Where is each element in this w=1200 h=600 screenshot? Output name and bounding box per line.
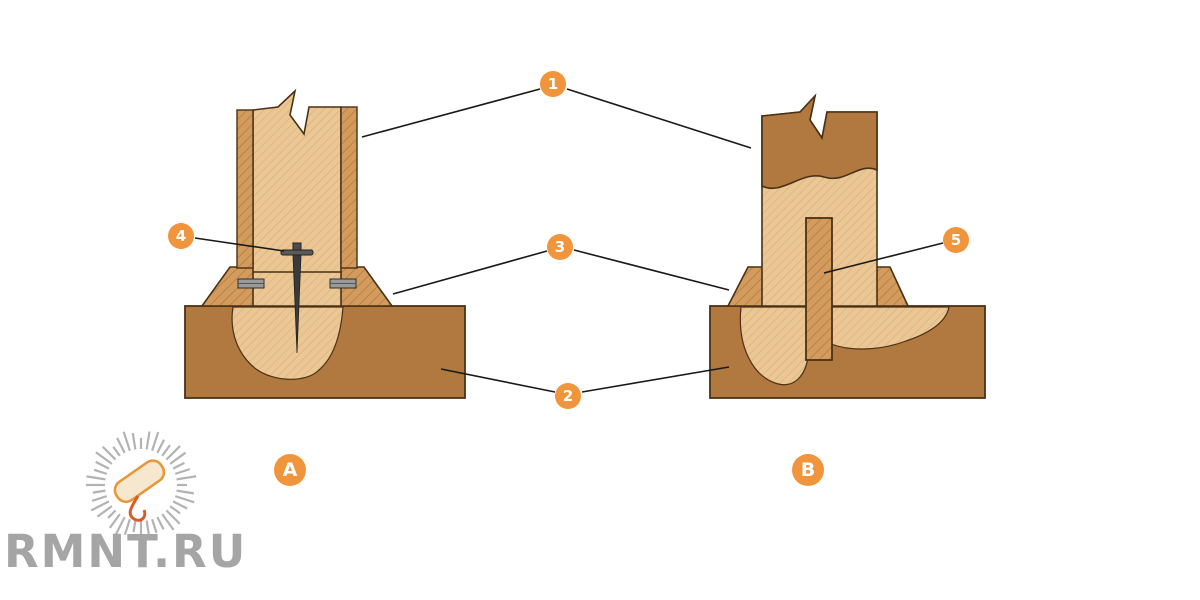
callout-marker-3: 3: [547, 234, 573, 260]
logo-block: RMNT.RU: [4, 431, 247, 578]
leader-3-left: [392, 250, 548, 295]
leader-2-right: [581, 366, 730, 393]
callout-marker-5: 5: [943, 227, 969, 253]
callout-marker-1: 1: [540, 71, 566, 97]
leader-4: [194, 237, 285, 252]
side-board-left-a: [236, 109, 254, 269]
assembly-b: [709, 93, 986, 399]
paint-roller-icon: [113, 459, 166, 504]
leader-3-right: [573, 249, 730, 291]
embed-pocket-a: [231, 306, 344, 380]
leader-lines: [194, 88, 944, 393]
logo-wordmark: RMNT.RU: [4, 525, 247, 578]
panel-label-a: A: [274, 454, 306, 486]
tenon-b: [805, 217, 833, 361]
sunburst-icon: [85, 431, 197, 541]
leader-1-right: [566, 88, 752, 149]
post-top-b: [761, 93, 878, 189]
leader-2-left: [440, 368, 556, 393]
callout-marker-4: 4: [168, 223, 194, 249]
panel-label-b: B: [792, 454, 824, 486]
leader-5: [823, 242, 944, 274]
leader-1-left: [361, 88, 541, 138]
callout-marker-2: 2: [555, 383, 581, 409]
roller-handle-icon: [128, 495, 147, 522]
spike-icon: [280, 242, 314, 354]
side-board-right-a: [340, 106, 358, 269]
assembly-a: [184, 88, 466, 399]
